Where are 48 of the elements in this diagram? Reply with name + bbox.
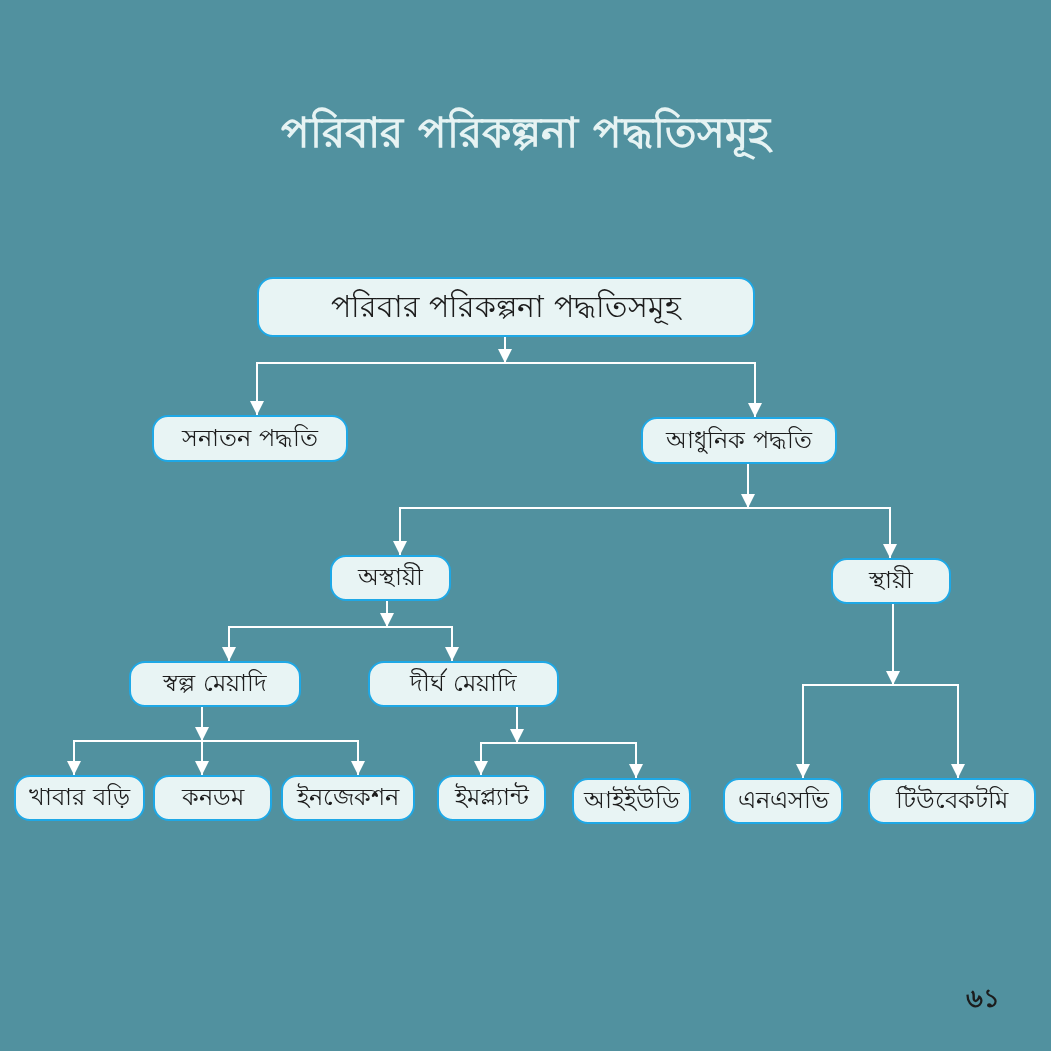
method-box — [723, 778, 843, 824]
arrow — [498, 336, 512, 364]
method-box — [14, 775, 145, 821]
arrow — [380, 600, 394, 628]
method-label: ইনজেকশন — [297, 784, 399, 812]
method-box — [129, 661, 301, 707]
page-number: ৬১ — [966, 984, 1000, 1013]
arrow — [386, 626, 459, 662]
method-box — [572, 778, 691, 824]
method-box — [330, 555, 451, 601]
method-label: স্থায়ী — [869, 567, 913, 595]
arrow — [892, 684, 965, 779]
method-label: পরিবার পরিকল্পনা পদ্ধতিসমূহ — [330, 289, 682, 325]
method-label: স্বল্প মেয়াদি — [163, 670, 267, 698]
arrow — [201, 740, 365, 776]
arrow — [741, 463, 755, 509]
arrow — [886, 603, 900, 686]
method-box — [257, 277, 755, 337]
method-box — [831, 558, 951, 604]
method-label: এনএসভি — [737, 787, 829, 815]
arrow — [222, 626, 388, 662]
arrow — [195, 706, 209, 742]
arrow — [510, 706, 524, 744]
method-label: সনাতন পদ্ধতি — [182, 424, 318, 453]
method-label: খাবার বড়ি — [29, 784, 130, 812]
method-label: দীর্ঘ মেয়াদি — [410, 670, 517, 698]
method-label: আধুনিক পদ্ধতি — [666, 426, 812, 455]
method-box — [641, 417, 837, 464]
arrow — [504, 362, 762, 418]
arrow — [250, 362, 506, 416]
method-label: আইইউডি — [583, 787, 680, 815]
arrow — [195, 740, 209, 776]
arrow — [393, 507, 749, 556]
arrow — [516, 742, 643, 779]
method-label: ইমপ্ল্যান্ট — [454, 784, 529, 812]
method-box — [368, 661, 559, 707]
method-label: টিউবেকটমি — [896, 787, 1008, 815]
arrow — [796, 684, 894, 779]
method-box — [281, 775, 415, 821]
method-box — [437, 775, 546, 821]
arrow — [747, 507, 897, 559]
method-label: কনডম — [181, 784, 244, 812]
method-box — [153, 775, 272, 821]
method-box — [152, 415, 348, 462]
method-box — [868, 778, 1036, 824]
arrow — [474, 742, 518, 776]
method-label: অস্থায়ী — [358, 564, 423, 592]
arrow — [67, 740, 203, 776]
